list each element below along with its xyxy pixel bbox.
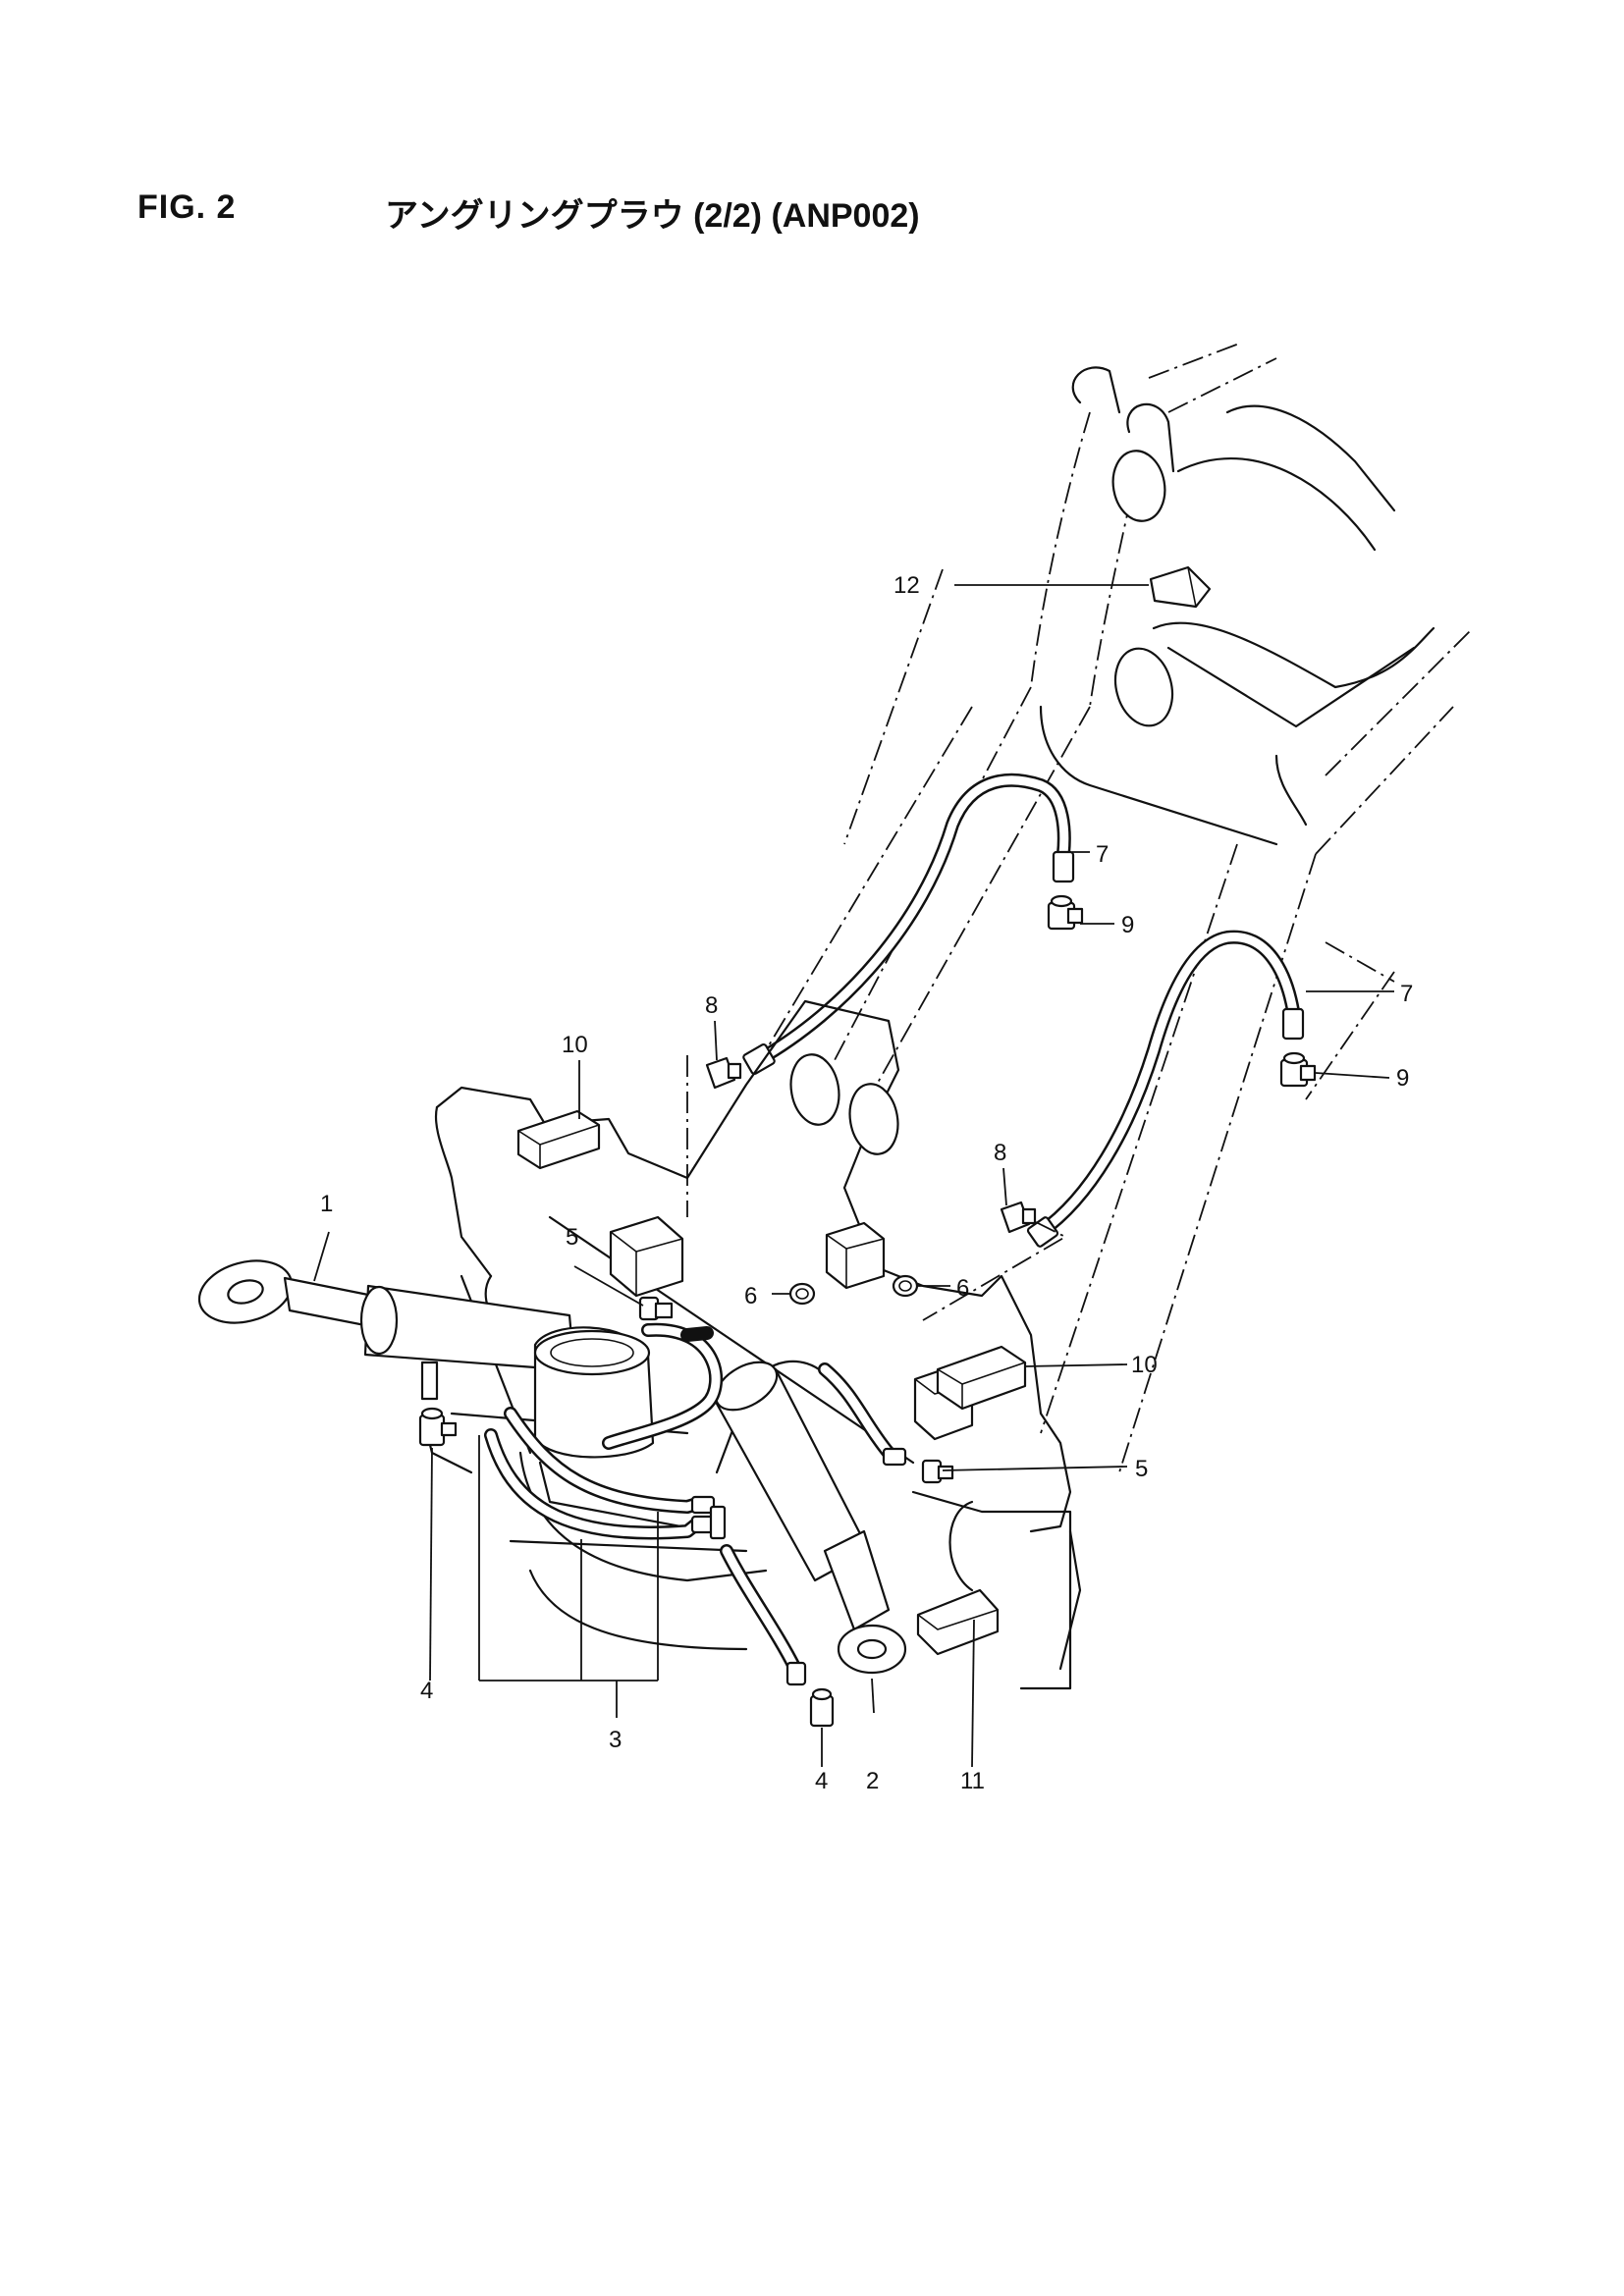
cylinder-2: [714, 1361, 907, 1675]
boom-outline: [765, 343, 1474, 1473]
hose-7-right: [1026, 930, 1305, 1248]
callout-1: 1: [320, 1191, 333, 1217]
callout-3: 3: [609, 1727, 622, 1753]
callout-2: 2: [866, 1768, 879, 1794]
leader-lines: [313, 584, 1394, 1768]
figure-title: アングリングプラウ (2/2) (ANP002): [385, 197, 920, 235]
pivot-housing: [533, 1326, 655, 1459]
fitting-8-upper: [686, 1055, 742, 1217]
callout-11: 11: [960, 1768, 985, 1794]
callout-10-right: 10: [1131, 1352, 1158, 1378]
valve-block-center: [825, 1221, 886, 1290]
boom-body: [1039, 366, 1435, 846]
fitting-9-right: [1279, 1051, 1317, 1088]
hoses-3: [484, 1322, 907, 1686]
callout-5-left: 5: [566, 1224, 578, 1251]
callout-6-right: 6: [956, 1275, 969, 1302]
fitting-8-right: [922, 1201, 1067, 1321]
callout-4-left: 4: [420, 1678, 433, 1704]
callout-7-right: 7: [1400, 981, 1413, 1007]
callout-10-left: 10: [562, 1032, 588, 1058]
callout-12: 12: [893, 572, 920, 599]
callout-9-right: 9: [1396, 1065, 1409, 1092]
fitting-5-left: [638, 1296, 674, 1321]
cylinder-1: [197, 1259, 576, 1401]
pad-11: [916, 1588, 1000, 1656]
callout-5-right: 5: [1135, 1456, 1148, 1482]
fitting-5-right: [921, 1459, 954, 1484]
part-12-pad: [1149, 565, 1212, 609]
fitting-6-right: [892, 1274, 919, 1298]
valve-block-upper: [609, 1215, 684, 1298]
callout-9-upper: 9: [1121, 912, 1134, 938]
callout-4-lower: 4: [815, 1768, 828, 1794]
fitting-4-lower: [809, 1687, 835, 1728]
fitting-6-left: [788, 1282, 816, 1306]
pad-10-left: [516, 1109, 601, 1170]
callout-6-left: 6: [744, 1283, 757, 1309]
callout-8-right: 8: [994, 1140, 1006, 1166]
figure-number: FIG. 2: [137, 188, 237, 226]
fitting-4-left: [418, 1407, 458, 1447]
callout-8-upper: 8: [705, 992, 718, 1019]
fitting-9-upper: [1047, 894, 1084, 931]
callout-7-upper: 7: [1096, 841, 1109, 868]
hose-7-upper: [742, 773, 1075, 1076]
pad-10-right: [936, 1345, 1027, 1411]
callout-labels: 1 2 3 4 4 5 5 6 6 7 7 8 8 9 9 10 10 11 1…: [320, 572, 1413, 1794]
